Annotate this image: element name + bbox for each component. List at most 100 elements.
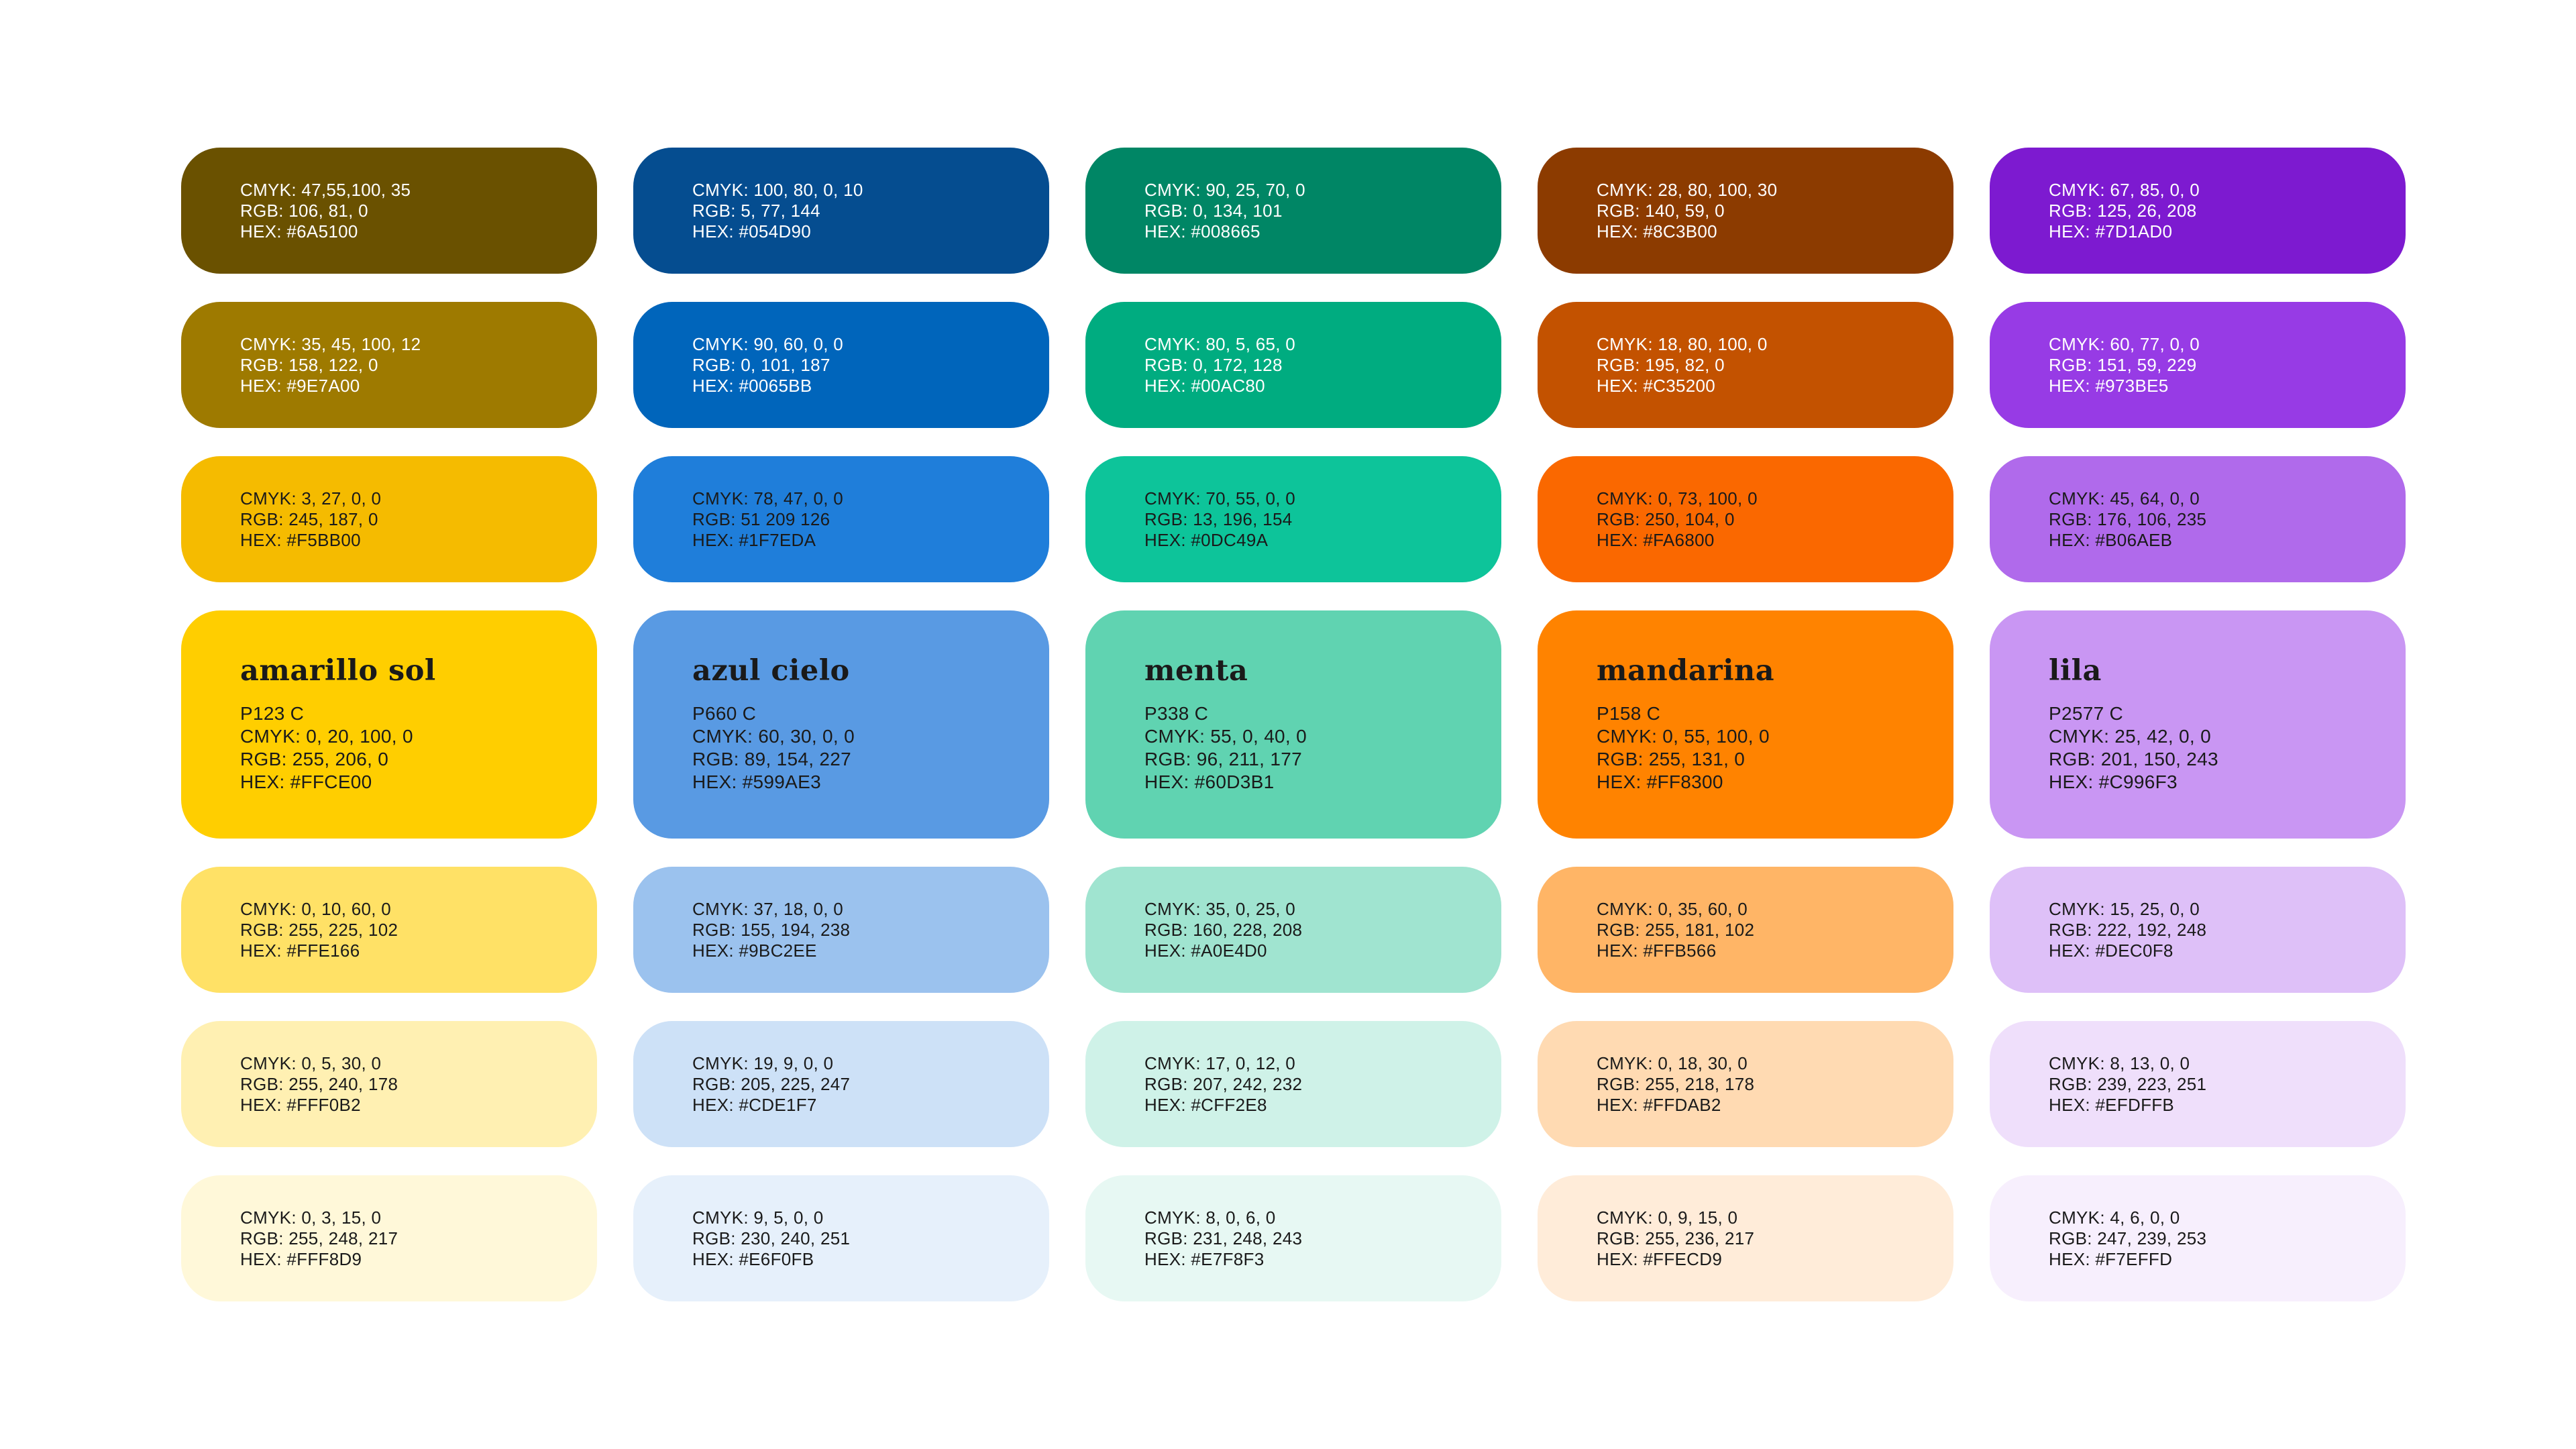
swatch-specs: CMYK: 80, 5, 65, 0 RGB: 0, 172, 128 HEX:… xyxy=(1144,334,1295,396)
hex-value: HEX: #FFF8D9 xyxy=(240,1248,362,1269)
tint-card: CMYK: 0, 35, 60, 0 RGB: 255, 181, 102 HE… xyxy=(1538,867,1953,993)
hex-value: HEX: #C35200 xyxy=(1597,375,1716,396)
shade-card: CMYK: 80, 5, 65, 0 RGB: 0, 172, 128 HEX:… xyxy=(1085,302,1501,428)
cmyk-value: CMYK: 60, 30, 0, 0 xyxy=(692,726,855,747)
cmyk-value: CMYK: 0, 18, 30, 0 xyxy=(1597,1053,1748,1073)
swatch-specs: P123 C CMYK: 0, 20, 100, 0 RGB: 255, 206… xyxy=(240,702,436,794)
hex-value: HEX: #60D3B1 xyxy=(1144,771,1275,792)
cmyk-value: CMYK: 0, 20, 100, 0 xyxy=(240,726,413,747)
swatch-specs: P158 C CMYK: 0, 55, 100, 0 RGB: 255, 131… xyxy=(1597,702,1774,794)
shade-card: CMYK: 90, 25, 70, 0 RGB: 0, 134, 101 HEX… xyxy=(1085,148,1501,274)
tint-card: CMYK: 0, 18, 30, 0 RGB: 255, 218, 178 HE… xyxy=(1538,1021,1953,1147)
hex-value: HEX: #A0E4D0 xyxy=(1144,940,1267,961)
pantone-code: P660 C xyxy=(692,703,757,724)
cmyk-value: CMYK: 37, 18, 0, 0 xyxy=(692,898,844,919)
cmyk-value: CMYK: 0, 5, 30, 0 xyxy=(240,1053,382,1073)
primary-color-card: azul cielo P660 C CMYK: 60, 30, 0, 0 RGB… xyxy=(633,610,1049,839)
hex-value: HEX: #FFB566 xyxy=(1597,940,1717,961)
cmyk-value: CMYK: 4, 6, 0, 0 xyxy=(2049,1207,2180,1228)
swatch-specs: CMYK: 28, 80, 100, 30 RGB: 140, 59, 0 HE… xyxy=(1597,180,1777,242)
rgb-value: RGB: 5, 77, 144 xyxy=(692,200,820,221)
rgb-value: RGB: 158, 122, 0 xyxy=(240,354,378,375)
cmyk-value: CMYK: 35, 0, 25, 0 xyxy=(1144,898,1296,919)
cmyk-value: CMYK: 0, 10, 60, 0 xyxy=(240,898,392,919)
swatch-specs: CMYK: 70, 55, 0, 0 RGB: 13, 196, 154 HEX… xyxy=(1144,488,1295,551)
palette-column-lila: CMYK: 67, 85, 0, 0 RGB: 125, 26, 208 HEX… xyxy=(1990,148,2406,1301)
rgb-value: RGB: 245, 187, 0 xyxy=(240,508,378,529)
hex-value: HEX: #FA6800 xyxy=(1597,529,1715,550)
hex-value: HEX: #FFDAB2 xyxy=(1597,1094,1721,1115)
palette-column-menta: CMYK: 90, 25, 70, 0 RGB: 0, 134, 101 HEX… xyxy=(1085,148,1501,1301)
rgb-value: RGB: 255, 181, 102 xyxy=(1597,919,1755,940)
rgb-value: RGB: 230, 240, 251 xyxy=(692,1228,851,1248)
swatch-specs: CMYK: 0, 73, 100, 0 RGB: 250, 104, 0 HEX… xyxy=(1597,488,1758,551)
shade-card: CMYK: 47,55,100, 35 RGB: 106, 81, 0 HEX:… xyxy=(181,148,597,274)
swatch-specs: CMYK: 78, 47, 0, 0 RGB: 51 209 126 HEX: … xyxy=(692,488,843,551)
cmyk-value: CMYK: 67, 85, 0, 0 xyxy=(2049,179,2200,200)
hex-value: HEX: #0065BB xyxy=(692,375,812,396)
swatch-specs: P660 C CMYK: 60, 30, 0, 0 RGB: 89, 154, … xyxy=(692,702,855,794)
swatch-specs: CMYK: 67, 85, 0, 0 RGB: 125, 26, 208 HEX… xyxy=(2049,180,2200,242)
rgb-value: RGB: 140, 59, 0 xyxy=(1597,200,1725,221)
shade-card: CMYK: 90, 60, 0, 0 RGB: 0, 101, 187 HEX:… xyxy=(633,302,1049,428)
rgb-value: RGB: 255, 218, 178 xyxy=(1597,1073,1755,1094)
cmyk-value: CMYK: 80, 5, 65, 0 xyxy=(1144,333,1296,354)
cmyk-value: CMYK: 45, 64, 0, 0 xyxy=(2049,488,2200,508)
shade-card: CMYK: 3, 27, 0, 0 RGB: 245, 187, 0 HEX: … xyxy=(181,456,597,582)
rgb-value: RGB: 195, 82, 0 xyxy=(1597,354,1725,375)
tint-card: CMYK: 0, 9, 15, 0 RGB: 255, 236, 217 HEX… xyxy=(1538,1175,1953,1301)
hex-value: HEX: #1F7EDA xyxy=(692,529,816,550)
tint-card: CMYK: 0, 10, 60, 0 RGB: 255, 225, 102 HE… xyxy=(181,867,597,993)
swatch-specs: CMYK: 100, 80, 0, 10 RGB: 5, 77, 144 HEX… xyxy=(692,180,863,242)
cmyk-value: CMYK: 35, 45, 100, 12 xyxy=(240,333,421,354)
tint-card: CMYK: 35, 0, 25, 0 RGB: 160, 228, 208 HE… xyxy=(1085,867,1501,993)
color-name: amarillo sol xyxy=(240,654,436,688)
rgb-value: RGB: 207, 242, 232 xyxy=(1144,1073,1303,1094)
swatch-specs: CMYK: 8, 0, 6, 0 RGB: 231, 248, 243 HEX:… xyxy=(1144,1208,1302,1270)
rgb-value: RGB: 250, 104, 0 xyxy=(1597,508,1735,529)
tint-card: CMYK: 8, 0, 6, 0 RGB: 231, 248, 243 HEX:… xyxy=(1085,1175,1501,1301)
cmyk-value: CMYK: 15, 25, 0, 0 xyxy=(2049,898,2200,919)
rgb-value: RGB: 247, 239, 253 xyxy=(2049,1228,2207,1248)
hex-value: HEX: #FFECD9 xyxy=(1597,1248,1723,1269)
rgb-value: RGB: 201, 150, 243 xyxy=(2049,749,2218,769)
hex-value: HEX: #FFE166 xyxy=(240,940,360,961)
shade-card: CMYK: 100, 80, 0, 10 RGB: 5, 77, 144 HEX… xyxy=(633,148,1049,274)
hex-value: HEX: #008665 xyxy=(1144,221,1260,241)
hex-value: HEX: #00AC80 xyxy=(1144,375,1265,396)
rgb-value: RGB: 255, 236, 217 xyxy=(1597,1228,1755,1248)
tint-card: CMYK: 0, 3, 15, 0 RGB: 255, 248, 217 HEX… xyxy=(181,1175,597,1301)
swatch-specs: CMYK: 8, 13, 0, 0 RGB: 239, 223, 251 HEX… xyxy=(2049,1053,2206,1116)
swatch-specs: P338 C CMYK: 55, 0, 40, 0 RGB: 96, 211, … xyxy=(1144,702,1307,794)
pantone-code: P123 C xyxy=(240,703,305,724)
primary-color-content: amarillo sol P123 C CMYK: 0, 20, 100, 0 … xyxy=(240,655,436,794)
hex-value: HEX: #EFDFFB xyxy=(2049,1094,2175,1115)
swatch-specs: P2577 C CMYK: 25, 42, 0, 0 RGB: 201, 150… xyxy=(2049,702,2218,794)
hex-value: HEX: #C996F3 xyxy=(2049,771,2178,792)
rgb-value: RGB: 89, 154, 227 xyxy=(692,749,852,769)
cmyk-value: CMYK: 28, 80, 100, 30 xyxy=(1597,179,1778,200)
rgb-value: RGB: 231, 248, 243 xyxy=(1144,1228,1303,1248)
hex-value: HEX: #F7EFFD xyxy=(2049,1248,2173,1269)
color-name: menta xyxy=(1144,654,1248,688)
shade-card: CMYK: 0, 73, 100, 0 RGB: 250, 104, 0 HEX… xyxy=(1538,456,1953,582)
hex-value: HEX: #CFF2E8 xyxy=(1144,1094,1267,1115)
tint-card: CMYK: 17, 0, 12, 0 RGB: 207, 242, 232 HE… xyxy=(1085,1021,1501,1147)
rgb-value: RGB: 0, 134, 101 xyxy=(1144,200,1283,221)
cmyk-value: CMYK: 0, 55, 100, 0 xyxy=(1597,726,1770,747)
swatch-specs: CMYK: 4, 6, 0, 0 RGB: 247, 239, 253 HEX:… xyxy=(2049,1208,2206,1270)
cmyk-value: CMYK: 55, 0, 40, 0 xyxy=(1144,726,1307,747)
swatch-specs: CMYK: 0, 35, 60, 0 RGB: 255, 181, 102 HE… xyxy=(1597,899,1754,961)
tint-card: CMYK: 0, 5, 30, 0 RGB: 255, 240, 178 HEX… xyxy=(181,1021,597,1147)
tint-card: CMYK: 19, 9, 0, 0 RGB: 205, 225, 247 HEX… xyxy=(633,1021,1049,1147)
primary-color-content: azul cielo P660 C CMYK: 60, 30, 0, 0 RGB… xyxy=(692,655,855,794)
cmyk-value: CMYK: 0, 3, 15, 0 xyxy=(240,1207,382,1228)
hex-value: HEX: #054D90 xyxy=(692,221,812,241)
tint-card: CMYK: 37, 18, 0, 0 RGB: 155, 194, 238 HE… xyxy=(633,867,1049,993)
cmyk-value: CMYK: 25, 42, 0, 0 xyxy=(2049,726,2211,747)
cmyk-value: CMYK: 70, 55, 0, 0 xyxy=(1144,488,1296,508)
swatch-specs: CMYK: 90, 25, 70, 0 RGB: 0, 134, 101 HEX… xyxy=(1144,180,1305,242)
rgb-value: RGB: 96, 211, 177 xyxy=(1144,749,1302,769)
swatch-specs: CMYK: 0, 3, 15, 0 RGB: 255, 248, 217 HEX… xyxy=(240,1208,398,1270)
swatch-specs: CMYK: 37, 18, 0, 0 RGB: 155, 194, 238 HE… xyxy=(692,899,850,961)
